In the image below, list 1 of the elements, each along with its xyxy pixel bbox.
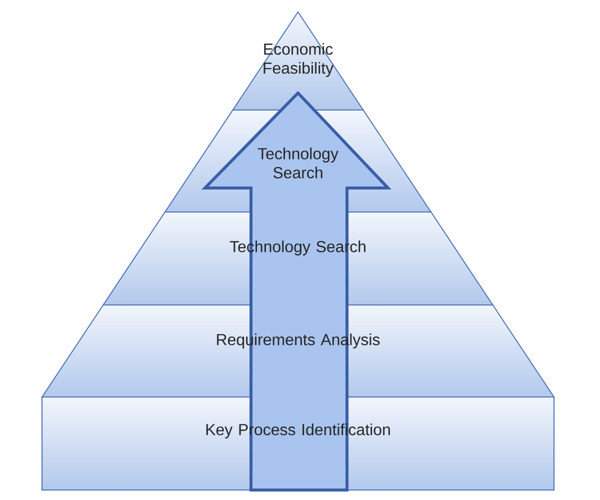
level-label: Technology Search [258, 148, 338, 178]
